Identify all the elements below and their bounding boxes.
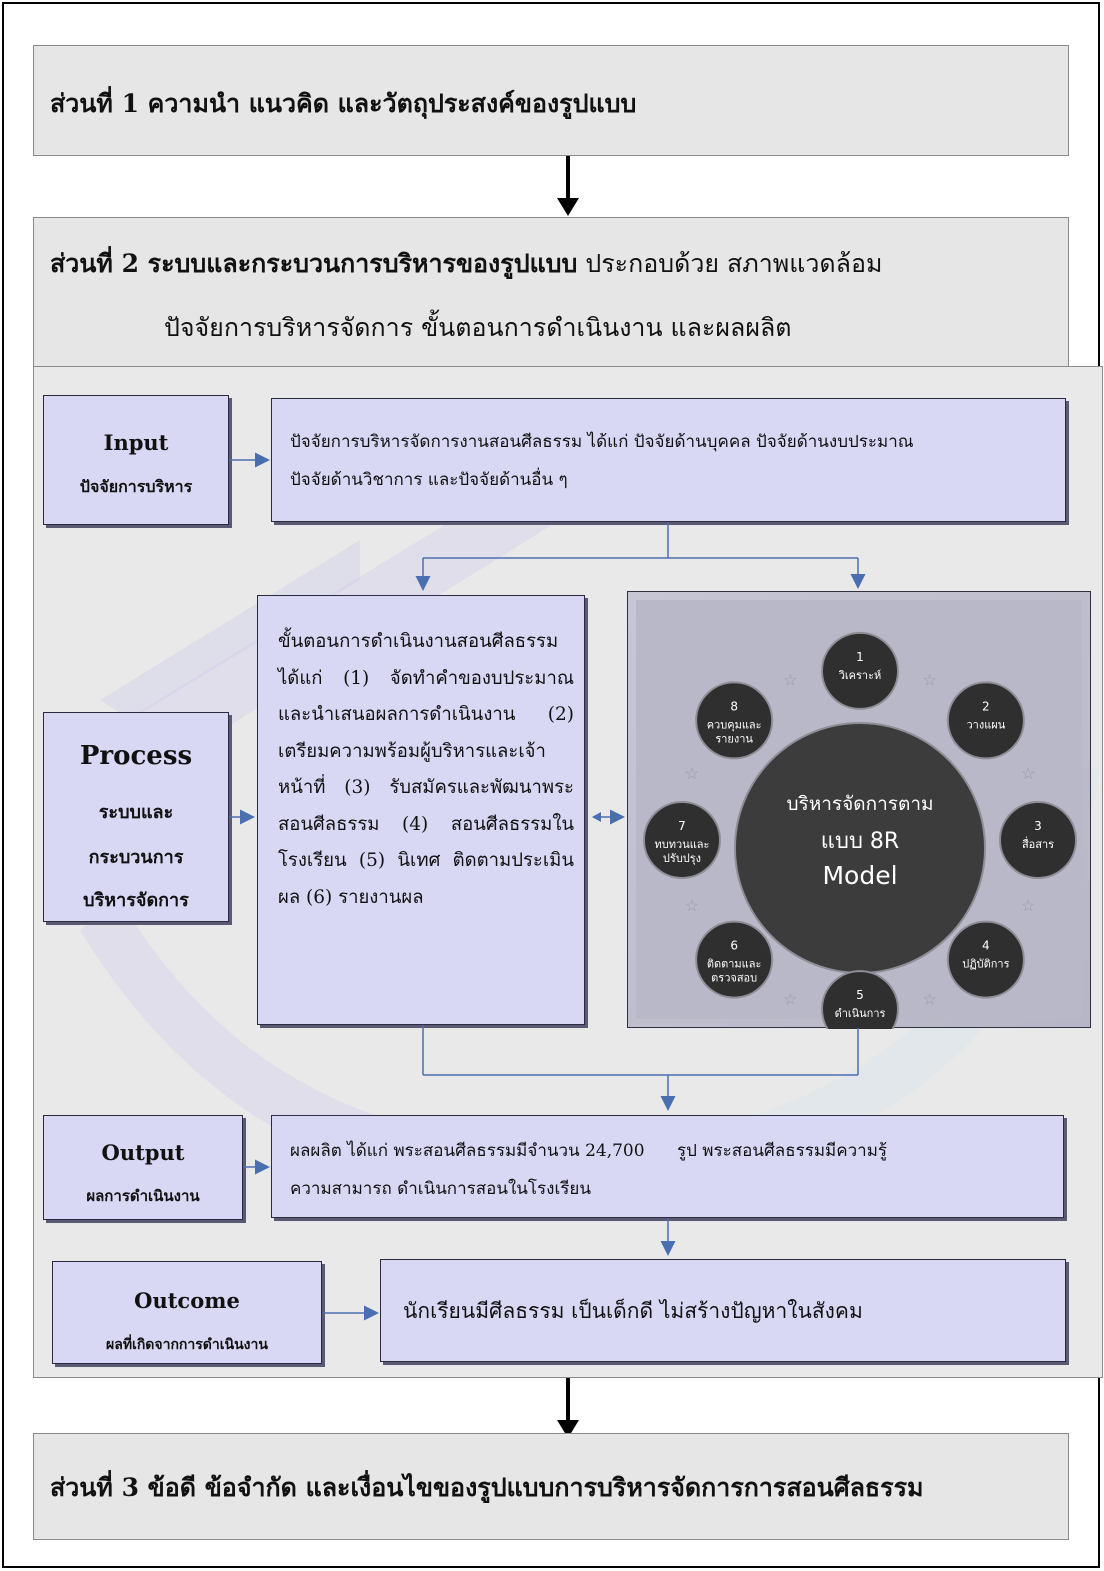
model-8r-graphic: 1 วิเคราะห์ ☆ 2 วางแผน ☆ 3 สื่อสาร ☆ 4 ปฏิบัติการ ☆…	[643, 631, 1077, 1029]
process-label-box: Process ระบบและ กระบวนการ บริหารจัดการ	[43, 712, 229, 922]
model-step-label: ดำเนินการ	[835, 1007, 886, 1020]
input-sublabel: ปัจจัยการบริหาร	[79, 477, 193, 496]
outcome-sublabel: ผลที่เกิดจากการดำเนินงาน	[106, 1337, 268, 1353]
connector-split	[415, 522, 866, 591]
outcome-label-box: Outcome ผลที่เกิดจากการดำเนินงาน	[52, 1261, 322, 1364]
model-step-3: 3 สื่อสาร	[999, 801, 1077, 879]
model-step-label: สื่อสาร	[1022, 836, 1054, 851]
model-step-2: 2 วางแผน	[946, 681, 1025, 760]
part1-box: ส่วนที่ 1 ความนำ แนวคิด และวัตถุประสงค์ข…	[33, 45, 1069, 156]
model-star-icon: ☆	[783, 990, 797, 1009]
output-text-box: ผลผลิต ได้แก่ พระสอนศีลธรรมมีจำนวน 24,70…	[271, 1115, 1064, 1218]
part1-title: ส่วนที่ 1 ความนำ แนวคิด และวัตถุประสงค์ข…	[50, 89, 637, 118]
model-step-label: วิเคราะห์	[838, 669, 881, 682]
model-center-line2: แบบ 8R	[821, 829, 899, 854]
process-text: ขั้นตอนการดำเนินงานสอนศีลธรรม ได้แก่ (1)…	[278, 631, 574, 908]
model-step-label: ทบทวนและ	[655, 838, 710, 851]
connector-merge	[422, 1025, 859, 1111]
arrow-part1-to-part2	[557, 156, 579, 216]
outcome-text-box: นักเรียนมีศีลธรรม เป็นเด็กดี ไม่สร้างปัญ…	[380, 1259, 1066, 1362]
model-step-number: 5	[856, 988, 864, 1002]
part3-title: ส่วนที่ 3 ข้อดี ข้อจำกัด และเงื่อนไขของร…	[50, 1473, 924, 1502]
model-step-label: ปรับปรุง	[663, 852, 701, 865]
arrow-part2-to-part3	[557, 1378, 579, 1438]
model-star-icon: ☆	[685, 896, 699, 915]
input-label: Input	[103, 430, 169, 455]
model-step-number: 6	[730, 939, 738, 953]
input-label-box: Input ปัจจัยการบริหาร	[43, 395, 229, 525]
output-sublabel: ผลการดำเนินงาน	[86, 1187, 200, 1205]
connector-double-arrow	[592, 809, 625, 825]
model-step-label: ตรวจสอบ	[711, 972, 757, 985]
process-label: Process	[79, 741, 193, 771]
part2-header: ส่วนที่ 2 ระบบและกระบวนการบริหารของรูปแบ…	[33, 217, 1069, 367]
model-step-label: ควบคุมและ	[707, 718, 762, 731]
input-text-line2: ปัจจัยด้านวิชาการ และปัจจัยด้านอื่น ๆ	[290, 470, 568, 490]
model-star-icon: ☆	[685, 764, 699, 783]
part2-title: ส่วนที่ 2 ระบบและกระบวนการบริหารของรูปแบ…	[50, 244, 882, 284]
part2-title-rest: ประกอบด้วย สภาพแวดล้อม	[577, 249, 883, 278]
outcome-text: นักเรียนมีศีลธรรม เป็นเด็กดี ไม่สร้างปัญ…	[403, 1299, 863, 1323]
model-star-icon: ☆	[922, 990, 936, 1009]
model-step-5: 5 ดำเนินการ	[821, 970, 899, 1029]
process-sublabel-1: ระบบและ	[98, 802, 174, 823]
model-step-number: 4	[982, 939, 990, 953]
model-star-icon: ☆	[922, 670, 936, 689]
model-step-number: 8	[730, 699, 738, 713]
model-step-label: รายงาน	[715, 732, 753, 745]
model-8r-panel: 1 วิเคราะห์ ☆ 2 วางแผน ☆ 3 สื่อสาร ☆ 4 ปฏิบัติการ ☆…	[627, 591, 1091, 1029]
input-text-box: ปัจจัยการบริหารจัดการงานสอนศีลธรรม ได้แก…	[271, 398, 1066, 522]
model-step-number: 1	[856, 650, 864, 664]
model-star-icon: ☆	[783, 670, 797, 689]
part2-title-bold: ส่วนที่ 2 ระบบและกระบวนการบริหารของรูปแบ…	[50, 249, 578, 278]
output-text-line1: ผลผลิต ได้แก่ พระสอนศีลธรรมมีจำนวน 24,70…	[290, 1141, 888, 1161]
model-step-number: 2	[982, 699, 990, 713]
process-sublabel-3: บริหารจัดการ	[83, 890, 189, 911]
model-center-line1: บริหารจัดการตาม	[786, 793, 933, 815]
output-label-box: Output ผลการดำเนินงาน	[43, 1115, 243, 1220]
process-text-box: ขั้นตอนการดำเนินงานสอนศีลธรรม ได้แก่ (1)…	[257, 595, 585, 1025]
process-sublabel-2: กระบวนการ	[88, 847, 184, 868]
model-step-4: 4 ปฏิบัติการ	[946, 920, 1025, 999]
model-star-icon: ☆	[1021, 764, 1035, 783]
output-text-line2: ความสามารถ ดำเนินการสอนในโรงเรียน	[290, 1179, 591, 1199]
model-step-label: วางแผน	[966, 718, 1005, 731]
model-step-number: 3	[1034, 819, 1042, 833]
outcome-label: Outcome	[134, 1288, 240, 1313]
input-text-line1: ปัจจัยการบริหารจัดการงานสอนศีลธรรม ได้แก…	[290, 432, 914, 452]
model-center-line3: Model	[822, 861, 897, 890]
model-step-label: ติดตามและ	[707, 958, 762, 971]
model-step-number: 7	[678, 819, 686, 833]
model-step-label: ปฏิบัติการ	[962, 958, 1009, 971]
part3-box: ส่วนที่ 3 ข้อดี ข้อจำกัด และเงื่อนไขของร…	[33, 1433, 1069, 1540]
model-star-icon: ☆	[1021, 896, 1035, 915]
model-step-1: 1 วิเคราะห์	[821, 631, 899, 710]
output-label: Output	[101, 1140, 185, 1165]
part2-title-line2: ปัจจัยการบริหารจัดการ ขั้นตอนการดำเนินงา…	[164, 313, 792, 342]
